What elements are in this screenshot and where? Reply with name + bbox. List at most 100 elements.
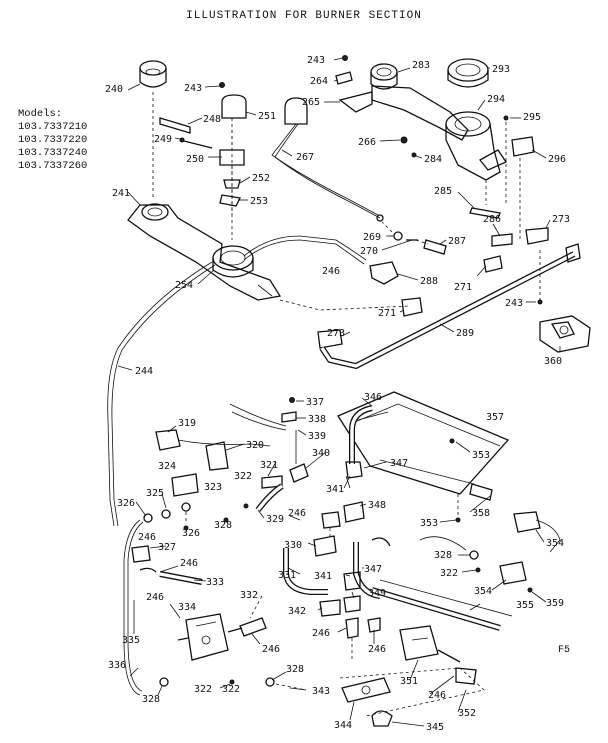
callout-322: 322	[194, 684, 212, 695]
oven-venturi-346	[345, 405, 373, 479]
callout-337: 337	[306, 397, 324, 408]
callout-288: 288	[420, 276, 438, 287]
valve-351	[399, 625, 461, 663]
callout-322: 322	[222, 684, 240, 695]
oven-pilot-parts	[229, 397, 309, 483]
callout-352: 352	[458, 708, 476, 719]
callout-342: 342	[288, 606, 306, 617]
callout-328: 328	[434, 550, 452, 561]
callout-326: 326	[117, 498, 135, 509]
callout-289: 289	[456, 328, 474, 339]
callout-322: 322	[234, 471, 252, 482]
callout-340: 340	[312, 448, 330, 459]
callout-325: 325	[146, 488, 164, 499]
callout-321: 321	[260, 460, 278, 471]
callout-328: 328	[214, 520, 232, 531]
callout-357: 357	[486, 412, 504, 423]
callout-246: 246	[146, 592, 164, 603]
callout-271: 271	[454, 282, 472, 293]
callout-320: 320	[246, 440, 264, 451]
callout-243: 243	[184, 83, 202, 94]
valve-bracket-parts	[159, 82, 247, 214]
burner-cap-240	[139, 60, 167, 88]
model-number: 103.7337220	[18, 134, 88, 146]
callout-249: 249	[154, 134, 172, 145]
oven-control-fittings	[143, 475, 284, 531]
callout-341: 341	[326, 484, 344, 495]
callout-243: 243	[505, 298, 523, 309]
callout-319: 319	[178, 418, 196, 429]
callout-269: 269	[363, 232, 381, 243]
model-number: 103.7337260	[18, 160, 88, 172]
callout-273: 273	[552, 214, 570, 225]
callout-331: 331	[278, 570, 296, 581]
models-heading: Models:	[18, 108, 63, 120]
fittings-342	[319, 599, 381, 660]
thermocouple-267	[271, 97, 384, 222]
callout-348: 348	[368, 500, 386, 511]
oven-gas-tube-336	[123, 519, 157, 696]
callout-250: 250	[186, 154, 204, 165]
callout-349: 349	[368, 588, 386, 599]
callout-354: 354	[546, 538, 564, 549]
model-number: 103.7337210	[18, 121, 88, 133]
oven-burner-tube-331	[283, 511, 341, 595]
callout-359: 359	[546, 598, 564, 609]
callout-354: 354	[474, 586, 492, 597]
safety-valve-334	[177, 613, 243, 661]
callout-338: 338	[308, 414, 326, 425]
burner-holder-344	[339, 667, 485, 727]
callout-333: 333	[206, 577, 224, 588]
callout-284: 284	[424, 154, 442, 165]
leader-lines	[117, 57, 561, 727]
callout-243: 243	[307, 55, 325, 66]
callout-273: 273	[327, 328, 345, 339]
callout-353: 353	[472, 450, 490, 461]
broil-venturi-347	[343, 501, 391, 613]
callout-285: 285	[434, 186, 452, 197]
air-shutter-parts	[400, 115, 535, 240]
washer-322-lower	[229, 679, 235, 685]
callout-326: 326	[182, 528, 200, 539]
callout-336: 336	[108, 660, 126, 671]
callout-295: 295	[523, 112, 541, 123]
callout-296: 296	[548, 154, 566, 165]
callout-358: 358	[472, 508, 490, 519]
callout-353: 353	[420, 518, 438, 529]
callout-252: 252	[252, 173, 270, 184]
callout-339: 339	[308, 431, 326, 442]
gas-tube-244	[107, 235, 367, 527]
callout-241: 241	[112, 188, 130, 199]
callout-248: 248	[203, 114, 221, 125]
callout-246: 246	[322, 266, 340, 277]
callout-266: 266	[358, 137, 376, 148]
callout-244: 244	[135, 366, 153, 377]
broil-burner-355	[371, 579, 513, 631]
callout-324: 324	[158, 461, 176, 472]
callout-351: 351	[400, 676, 418, 687]
callout-327: 327	[158, 542, 176, 553]
callout-246: 246	[312, 628, 330, 639]
callout-246: 246	[262, 644, 280, 655]
callout-328: 328	[286, 664, 304, 675]
callout-246: 246	[428, 690, 446, 701]
callout-253: 253	[250, 196, 268, 207]
model-number: 103.7337240	[18, 147, 88, 159]
callout-287: 287	[448, 236, 466, 247]
callout-283: 283	[412, 60, 430, 71]
callout-335: 335	[122, 635, 140, 646]
models-list: Models: 103.7337210 103.7337220 103.7337…	[18, 108, 87, 173]
callout-360: 360	[544, 356, 562, 367]
callout-334: 334	[178, 602, 196, 613]
callout-332: 332	[240, 590, 258, 601]
callout-345: 345	[426, 722, 444, 733]
broil-pilot-parts	[419, 511, 561, 593]
callout-294: 294	[487, 94, 505, 105]
callout-labels: 240 241 243 243 243 244 246 246 246 246 …	[105, 55, 570, 733]
manifold-289	[319, 243, 581, 370]
callout-344: 344	[334, 720, 352, 731]
callout-271: 271	[378, 308, 396, 319]
diagram-title: ILLUSTRATION FOR BURNER SECTION	[186, 10, 422, 22]
nut-328-right	[265, 677, 275, 687]
